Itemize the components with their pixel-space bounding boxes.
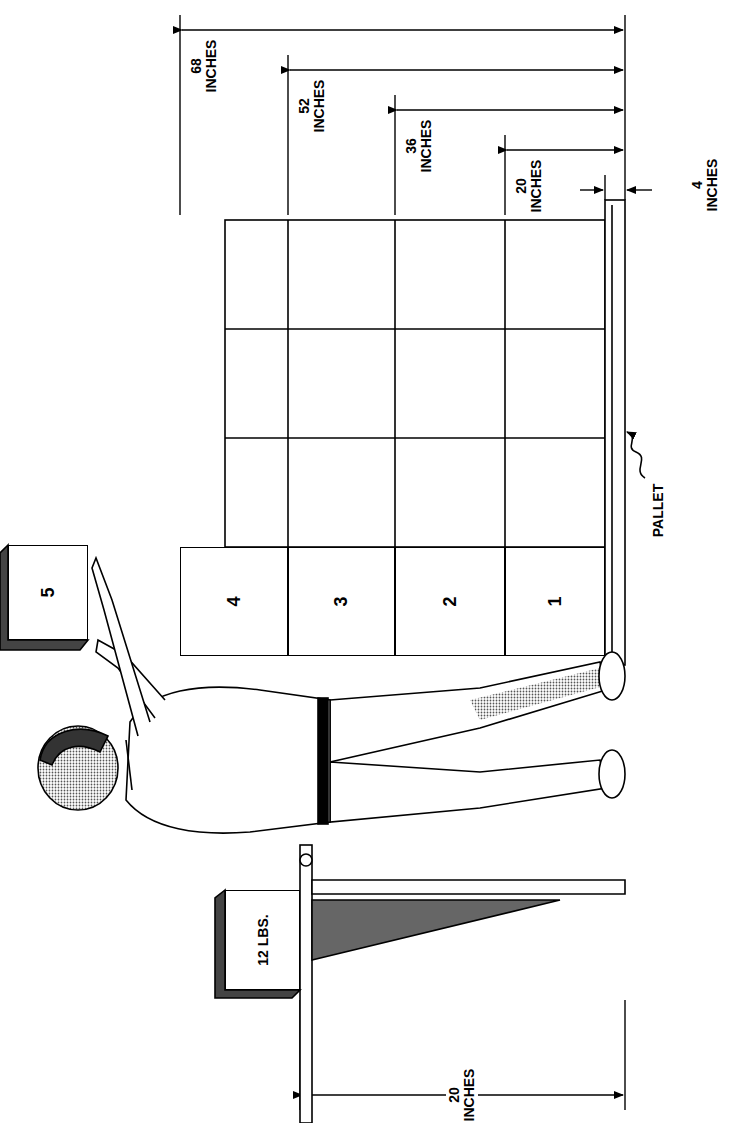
dimension-label: 20 INCHES (513, 153, 545, 219)
layer-box: 1 (505, 547, 605, 656)
dimension-label: 52 INCHES (296, 73, 328, 139)
layer-box: 4 (180, 547, 288, 656)
callout-number: 3 (331, 596, 352, 606)
weight-box: 12 LBS. (225, 890, 300, 990)
held-box: 5 (8, 545, 88, 640)
dimension-lines (180, 15, 652, 1110)
part-name: PALLET (650, 477, 667, 543)
held-box-shading (0, 545, 88, 650)
pallet (605, 200, 645, 665)
dimension-label: 36 INCHES (403, 113, 435, 179)
weight-text: 12 LBS. (254, 914, 270, 965)
dimension-label: 68 INCHES (188, 33, 220, 99)
dimension-label: 20 INCHES (446, 1062, 478, 1123)
callout-number: 4 (223, 596, 244, 606)
callout-number: 5 (37, 587, 58, 597)
callout-number: 1 (544, 596, 565, 606)
layer-box: 2 (395, 547, 505, 656)
dimension-label: 4 INCHES (689, 152, 721, 218)
callout-number: 2 (439, 596, 460, 606)
conveyor (215, 845, 625, 1123)
box-stack (225, 220, 605, 547)
layer-box: 3 (288, 547, 395, 656)
